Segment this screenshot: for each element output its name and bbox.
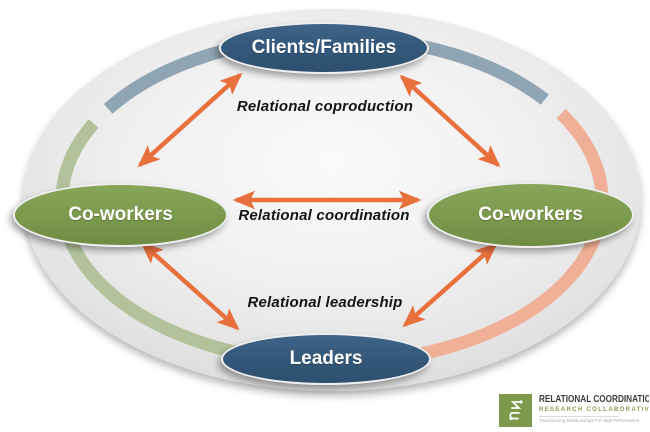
node-clients-families: Clients/Families [219,22,429,74]
node-leaders: Leaders [221,333,431,385]
logo-subtitle: RESEARCH COLLABORATIVE [539,406,649,413]
label-relational-coproduction: Relational coproduction [236,98,414,115]
rcrc-chain-glyph [509,400,523,421]
label-relational-coordination: Relational coordination [238,207,410,224]
node-clients-families-label: Clients/Families [251,37,397,58]
node-coworkers-right: Co-workers [427,182,634,248]
logo-name: RELATIONAL COORDINATION [539,394,649,405]
node-leaders-label: Leaders [289,348,363,369]
arrow-leaders-coworkers-left [140,241,240,331]
node-coworkers-left-label: Co-workers [68,204,173,225]
node-coworkers-left: Co-workers [13,183,228,247]
logo-tagline: Transforming Relationships For High Perf… [539,416,640,423]
label-relational-leadership: Relational leadership [247,294,403,311]
arc-right-salmon [369,108,609,368]
arrow-clients-coworkers-left [137,72,243,168]
rcrc-chain-icon [499,394,532,427]
rcrc-logo: RELATIONAL COORDINATION RESEARCH COLLABO… [499,394,649,427]
node-coworkers-right-label: Co-workers [478,204,583,225]
arrow-clients-coworkers-right [399,74,501,168]
arrow-leaders-coworkers-right [402,242,498,328]
arc-left-green [55,119,295,368]
rcrc-logo-text: RELATIONAL COORDINATION RESEARCH COLLABO… [539,394,649,424]
